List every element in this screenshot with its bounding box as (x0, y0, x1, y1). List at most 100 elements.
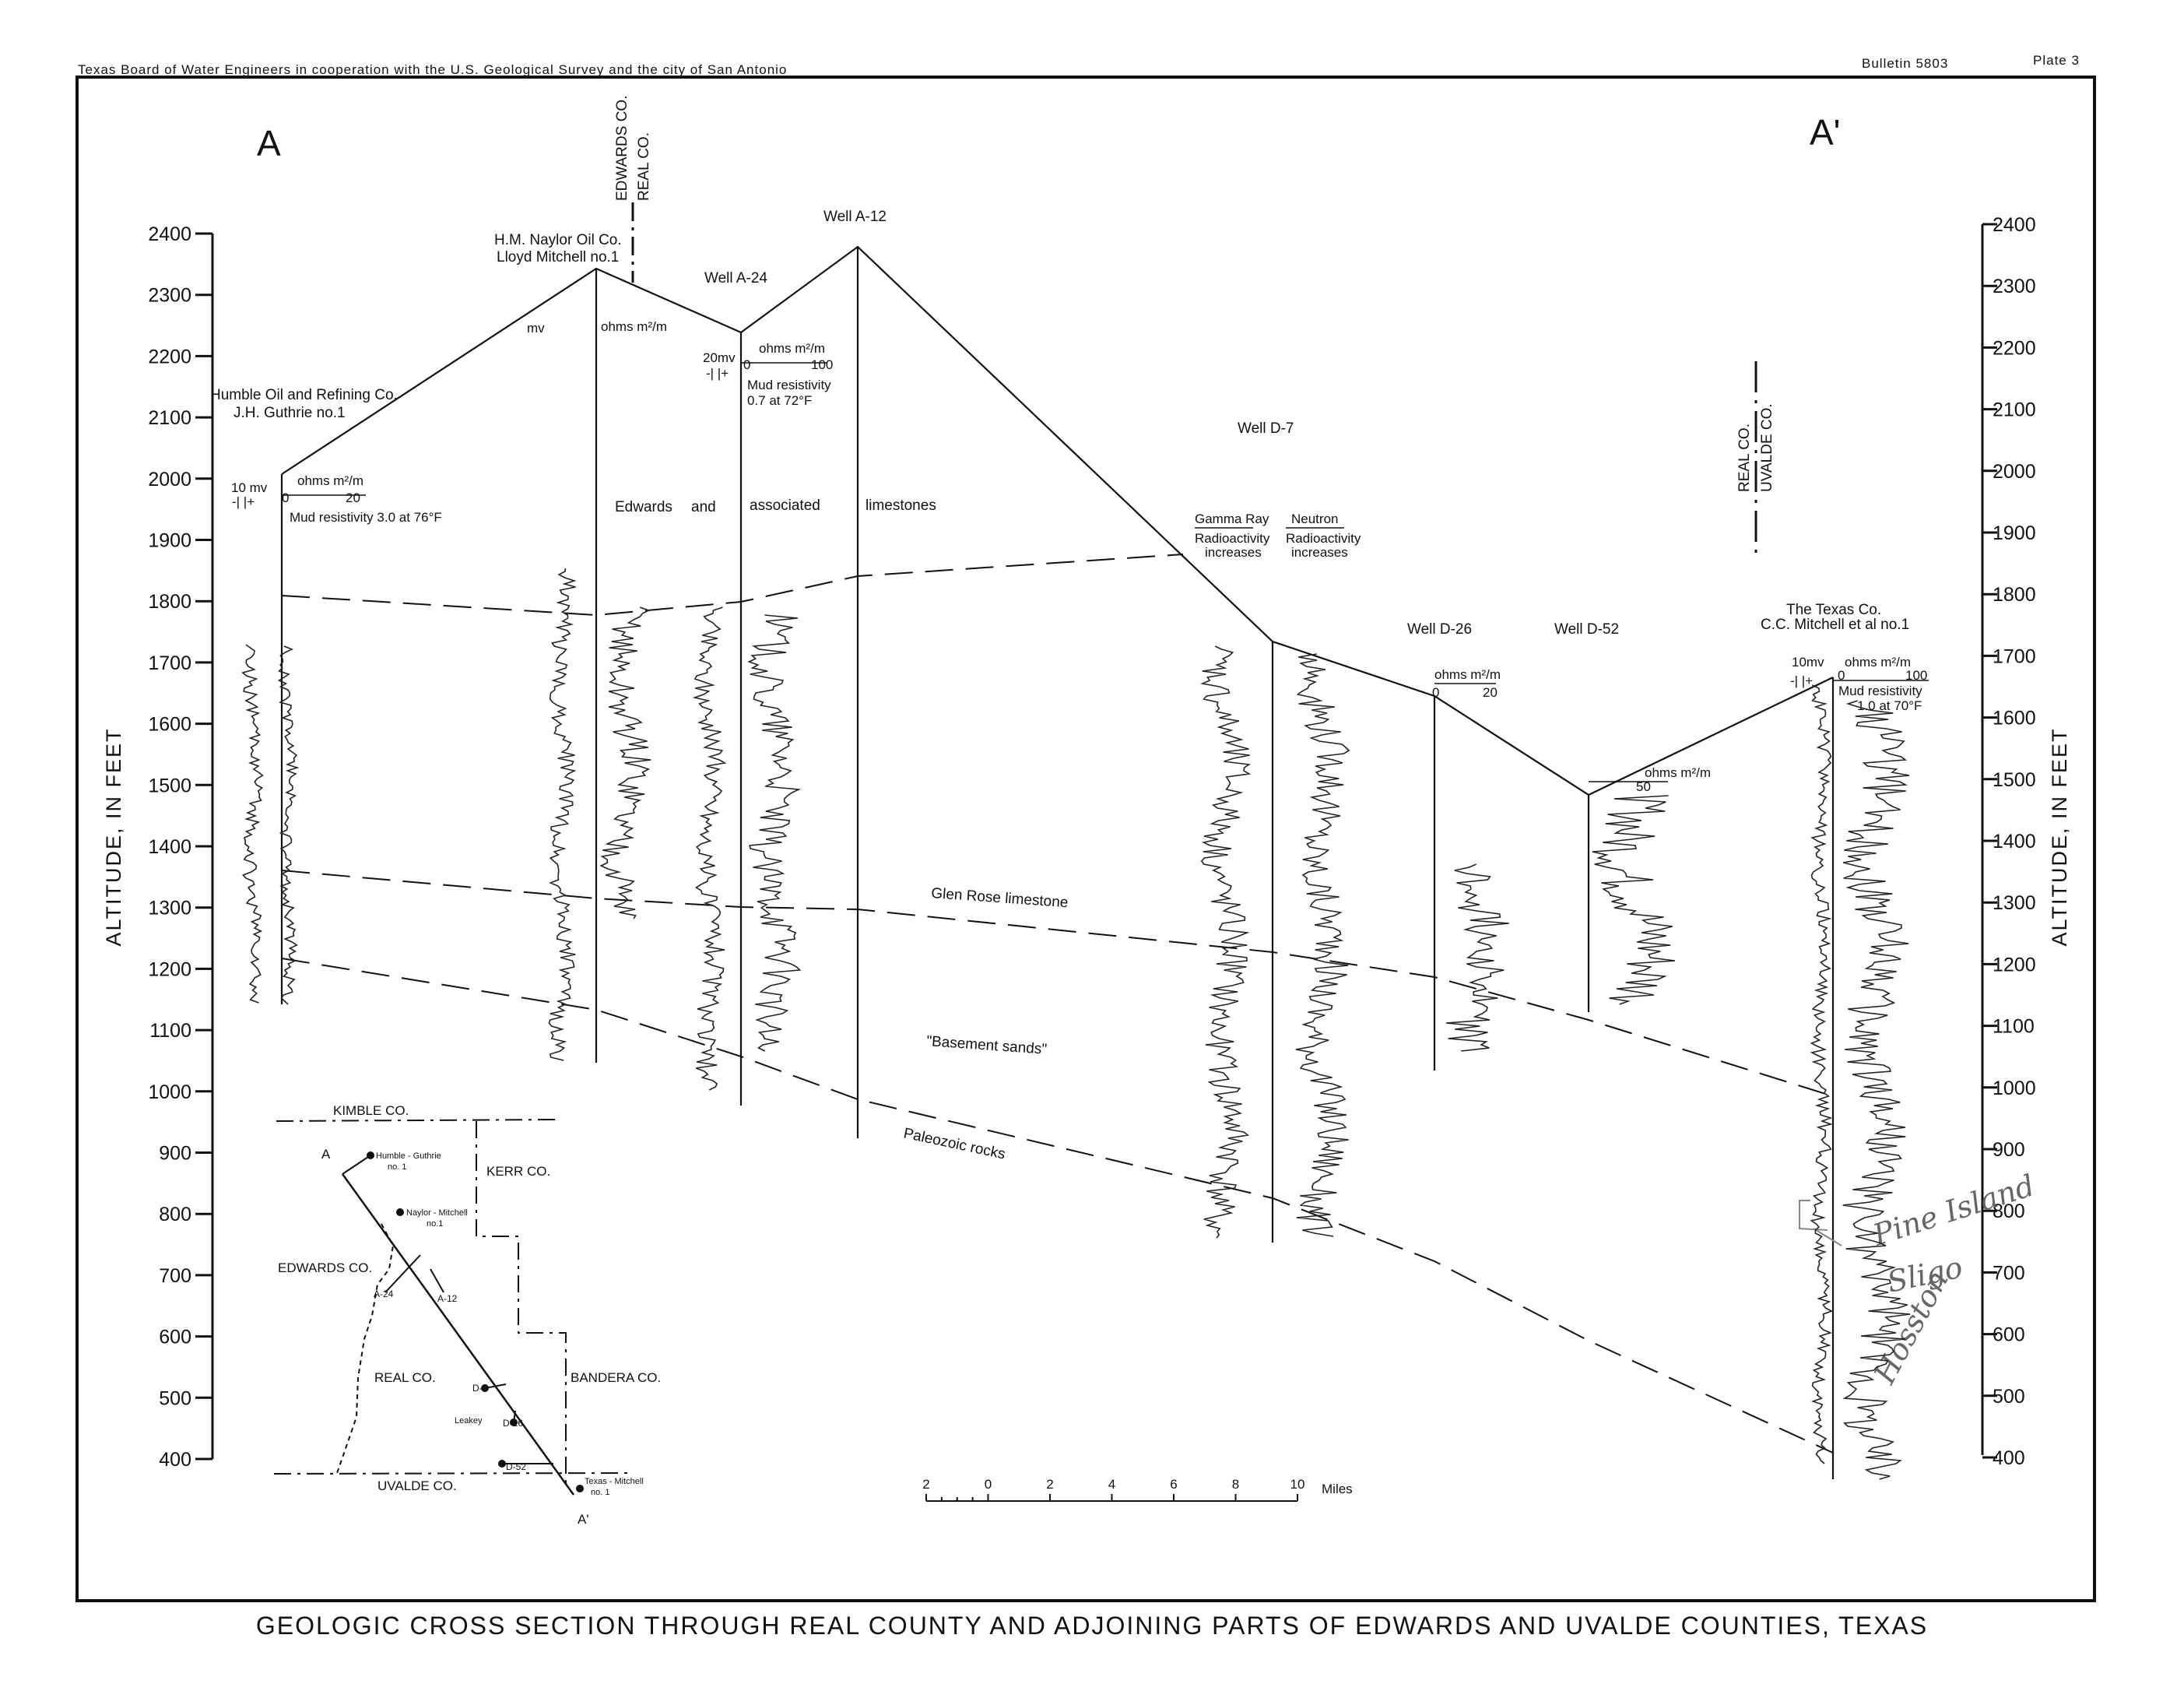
left-altitude-axis: 2400230022002100200019001800170016001500… (148, 223, 214, 1471)
agency-credit: Texas Board of Water Engineers in cooper… (78, 62, 788, 77)
index-map (273, 1119, 630, 1496)
left-axis-tick-label: 2300 (148, 285, 191, 307)
scale-bar-label: 2 (922, 1477, 929, 1492)
d7-gamma-text-2: increases (1205, 545, 1262, 560)
log-trace-mitchell-sp (1810, 684, 1834, 1464)
log-trace-a24-sp (692, 606, 727, 1091)
map-label-a: A (321, 1147, 331, 1162)
map-real-boundary (335, 1223, 395, 1476)
county-label-uvalde: UVALDE CO. (1759, 403, 1775, 492)
well-naylor-name-1: H.M. Naylor Oil Co. (494, 232, 622, 248)
left-axis-tick-label: 400 (159, 1449, 191, 1471)
mitchell-sp-scale: 10mv (1792, 655, 1824, 670)
map-label-edwards: EDWARDS CO. (278, 1260, 372, 1275)
d26-res-min: 0 (1432, 685, 1439, 700)
county-label-edwards: EDWARDS CO. (614, 96, 630, 201)
d7-neutron-text-2: increases (1291, 545, 1348, 560)
well-a12-name: Well A-12 (823, 209, 887, 225)
right-axis-tick-label: 2000 (1993, 461, 2036, 483)
scale-bar-label: 2 (1046, 1477, 1053, 1492)
right-axis-tick-label: 600 (1993, 1324, 2025, 1346)
right-axis-tick-label: 1300 (1993, 892, 2036, 914)
left-axis-tick-label: 2400 (148, 223, 191, 245)
right-axis-tick-label: 800 (1993, 1201, 2025, 1222)
naylor-sp-unit: mv (527, 321, 545, 336)
well-mitchell-name-1: The Texas Co. (1786, 602, 1881, 618)
right-axis-tick-label: 1400 (1993, 831, 2036, 853)
d7-neutron-label: Neutron (1291, 512, 1338, 526)
map-well-guthrie-2: no. 1 (388, 1162, 406, 1172)
county-label-real-2: REAL CO. (1736, 424, 1753, 492)
log-trace-guthrie-res (277, 645, 300, 1005)
bulletin-number: Bulletin 5803 (1862, 56, 1949, 71)
map-well-guthrie-1: Humble - Guthrie (376, 1151, 441, 1161)
right-axis-tick-label: 500 (1993, 1386, 2025, 1408)
right-axis-tick-label: 1700 (1993, 645, 2036, 667)
scale-bar-label: 8 (1232, 1477, 1239, 1492)
map-kerr-edwards-boundary (476, 1121, 567, 1487)
plate-title: GEOLOGIC CROSS SECTION THROUGH REAL COUN… (255, 1612, 1929, 1640)
note-bracket (1799, 1200, 1842, 1246)
scale-bar-label: 4 (1108, 1477, 1115, 1492)
contact-top-glen-rose (281, 554, 1184, 617)
scale-bar-label: 10 (1290, 1477, 1305, 1492)
log-trace-naylor-res (599, 606, 651, 919)
left-axis-tick-label: 1200 (148, 958, 191, 980)
map-well-texas-1: Texas - Mitchell (585, 1477, 644, 1486)
log-trace-mitchell-res (1842, 700, 1911, 1480)
map-uvalde-boundary (273, 1472, 630, 1475)
a24-res-unit: ohms m²/m (759, 341, 825, 356)
map-label-kimble: KIMBLE CO. (333, 1103, 409, 1118)
plate-frame (75, 76, 2096, 1602)
d26-res-unit: ohms m²/m (1434, 667, 1501, 682)
right-axis-tick-label: 400 (1993, 1447, 2025, 1469)
left-axis-tick-label: 2100 (148, 407, 191, 429)
right-axis-tick-label: 1200 (1993, 954, 2036, 976)
mitchell-res-min: 0 (1838, 668, 1845, 683)
scale-bar-unit: Miles (1322, 1482, 1353, 1496)
mitchell-sp-polarity: -| |+ (1790, 673, 1813, 688)
right-axis-tick-label: 2400 (1993, 214, 2036, 236)
map-well-naylor-1: Naylor - Mitchell (406, 1208, 468, 1218)
left-axis-tick-label: 1400 (148, 836, 191, 858)
right-axis-tick-label: 2300 (1993, 276, 2036, 297)
log-trace-naylor-sp (548, 568, 577, 1061)
map-well-d26: D-26 (503, 1418, 523, 1429)
left-axis-tick-label: 2000 (148, 469, 191, 490)
right-axis-tick-label: 1800 (1993, 584, 2036, 606)
map-well-d52: D-52 (506, 1461, 526, 1472)
right-axis-tick-label: 700 (1993, 1262, 2025, 1284)
map-well-texas-2: no. 1 (591, 1488, 609, 1497)
right-axis-tick-label: 2200 (1993, 337, 2036, 359)
guthrie-sp-scale: 10 mv (231, 480, 268, 495)
plate-number: Plate 3 (2033, 53, 2080, 68)
land-surface-profile (281, 245, 1834, 796)
d52-res-unit: ohms m²/m (1645, 765, 1711, 780)
log-trace-d52-res (1592, 795, 1676, 1005)
right-axis-tick-label: 1000 (1993, 1078, 2036, 1099)
formation-label-edwards-2: and (691, 499, 716, 515)
contact-top-paleozoic (281, 958, 1834, 1454)
formation-label-edwards-3: associated (750, 497, 820, 514)
map-label-real: REAL CO. (374, 1370, 436, 1385)
formation-label-edwards-1: Edwards (615, 499, 672, 515)
section-start-label: A (257, 123, 281, 163)
contact-top-basement-sands (281, 870, 1834, 1097)
a24-res-min: 0 (743, 357, 750, 372)
left-axis-tick-label: 700 (159, 1265, 191, 1287)
left-axis-tick-label: 500 (159, 1387, 191, 1409)
left-axis-tick-label: 1000 (148, 1081, 191, 1103)
log-trace-guthrie-sp (241, 644, 264, 1004)
a24-mud-1: Mud resistivity (747, 378, 831, 392)
map-label-uvalde: UVALDE CO. (377, 1478, 457, 1493)
map-well-a24: A-24 (374, 1288, 394, 1299)
mitchell-mud-2: 1.0 at 70°F (1857, 698, 1922, 713)
a24-mud-2: 0.7 at 72°F (747, 393, 812, 408)
right-altitude-axis: 2400230022002100200019001800170016001500… (1981, 214, 2036, 1469)
guthrie-mud: Mud resistivity 3.0 at 76°F (290, 510, 442, 525)
left-axis-tick-label: 1600 (148, 714, 191, 736)
formation-label-basement: "Basement sands" (926, 1033, 1048, 1058)
left-axis-tick-label: 1100 (149, 1020, 191, 1042)
